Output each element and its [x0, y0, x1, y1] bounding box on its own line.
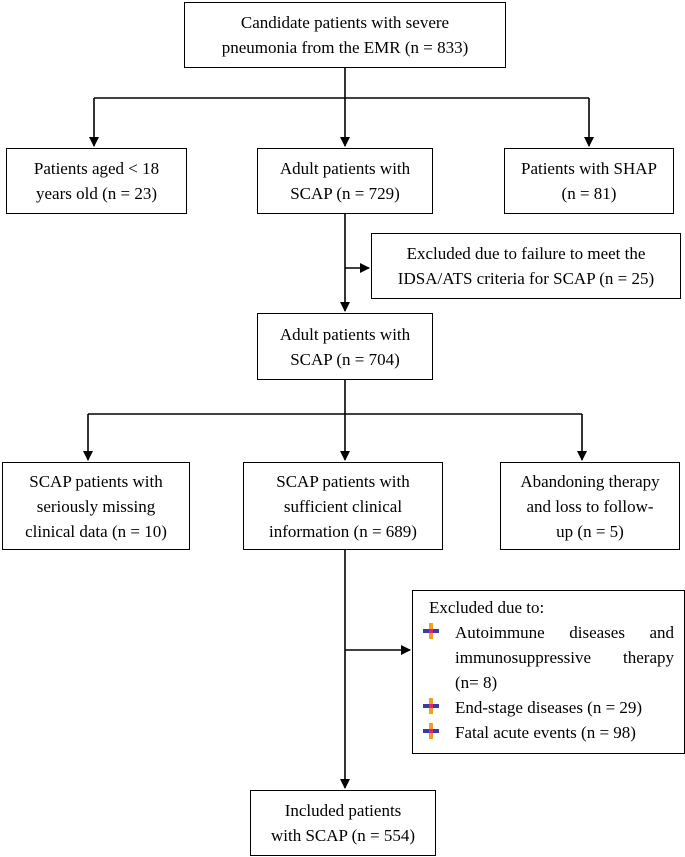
exclusion-item-line: Fatal acute events (n = 98) — [455, 723, 636, 742]
exclusion-item-line: immunosuppressive therapy — [455, 648, 674, 667]
abandon-line-1: Abandoning therapy — [520, 471, 660, 491]
cross-bullet-icon — [423, 695, 455, 720]
shap-box: Patients with SHAP (n = 81) — [504, 148, 674, 214]
excluded-idsa-line-2: IDSA/ATS criteria for SCAP (n = 25) — [397, 269, 655, 288]
aged-line-2: years old (n = 23) — [35, 184, 157, 203]
exclusion-list-header: Excluded due to: — [429, 598, 545, 617]
sufficient-box: SCAP patients with sufficient clinical i… — [243, 462, 443, 550]
shap-line-1: Patients with SHAP — [520, 159, 658, 178]
sufficient-line-1: SCAP patients with — [276, 471, 410, 491]
cross-bullet-icon — [423, 620, 455, 645]
exclusion-item: End-stage diseases (n = 29) — [423, 695, 674, 720]
cross-bullet-icon — [423, 720, 455, 745]
aged-line-1: Patients aged < 18 — [33, 159, 160, 178]
shap-line-2: (n = 81) — [561, 184, 617, 203]
exclusion-item: Autoimmune diseases and immunosuppressiv… — [423, 620, 674, 695]
adult729-line-1: Adult patients with — [279, 159, 411, 178]
aged-box: Patients aged < 18 years old (n = 23) — [6, 148, 187, 214]
adult704-line-2: SCAP (n = 704) — [290, 349, 400, 369]
exclusion-item-line: End-stage diseases (n = 29) — [455, 698, 643, 717]
adult729-line-2: SCAP (n = 729) — [290, 184, 400, 203]
exclusion-item-line: Autoimmune diseases and — [455, 623, 674, 642]
adult704-line-1: Adult patients with — [279, 324, 411, 344]
candidates-line-2: pneumonia from the EMR (n = 833) — [221, 38, 469, 57]
abandon-line-3: up (n = 5) — [556, 521, 624, 541]
missing-box: SCAP patients with seriously missing cli… — [2, 462, 190, 550]
exclusion-list-box: Excluded due to: Autoimmune diseases and… — [412, 590, 685, 754]
abandon-line-2: and loss to follow- — [526, 496, 654, 516]
candidates-box: Candidate patients with severe pneumonia… — [184, 2, 506, 68]
adult704-box: Adult patients with SCAP (n = 704) — [257, 313, 433, 380]
included-line-2: with SCAP (n = 554) — [270, 826, 416, 845]
candidates-line-1: Candidate patients with severe — [240, 13, 450, 32]
exclusion-item: Fatal acute events (n = 98) — [423, 720, 674, 745]
missing-line-3: clinical data (n = 10) — [25, 521, 167, 541]
sufficient-line-2: sufficient clinical — [283, 496, 403, 516]
excluded-idsa-line-1: Excluded due to failure to meet the — [406, 244, 646, 263]
exclusion-item-line: (n= 8) — [455, 673, 498, 692]
abandon-box: Abandoning therapy and loss to follow- u… — [500, 462, 680, 550]
sufficient-line-3: information (n = 689) — [269, 521, 417, 541]
missing-line-2: seriously missing — [36, 496, 156, 516]
excluded-idsa-box: Excluded due to failure to meet the IDSA… — [371, 233, 681, 299]
included-box: Included patients with SCAP (n = 554) — [250, 790, 436, 856]
included-line-1: Included patients — [284, 801, 402, 820]
missing-line-1: SCAP patients with — [29, 471, 163, 491]
adult729-box: Adult patients with SCAP (n = 729) — [257, 148, 433, 214]
